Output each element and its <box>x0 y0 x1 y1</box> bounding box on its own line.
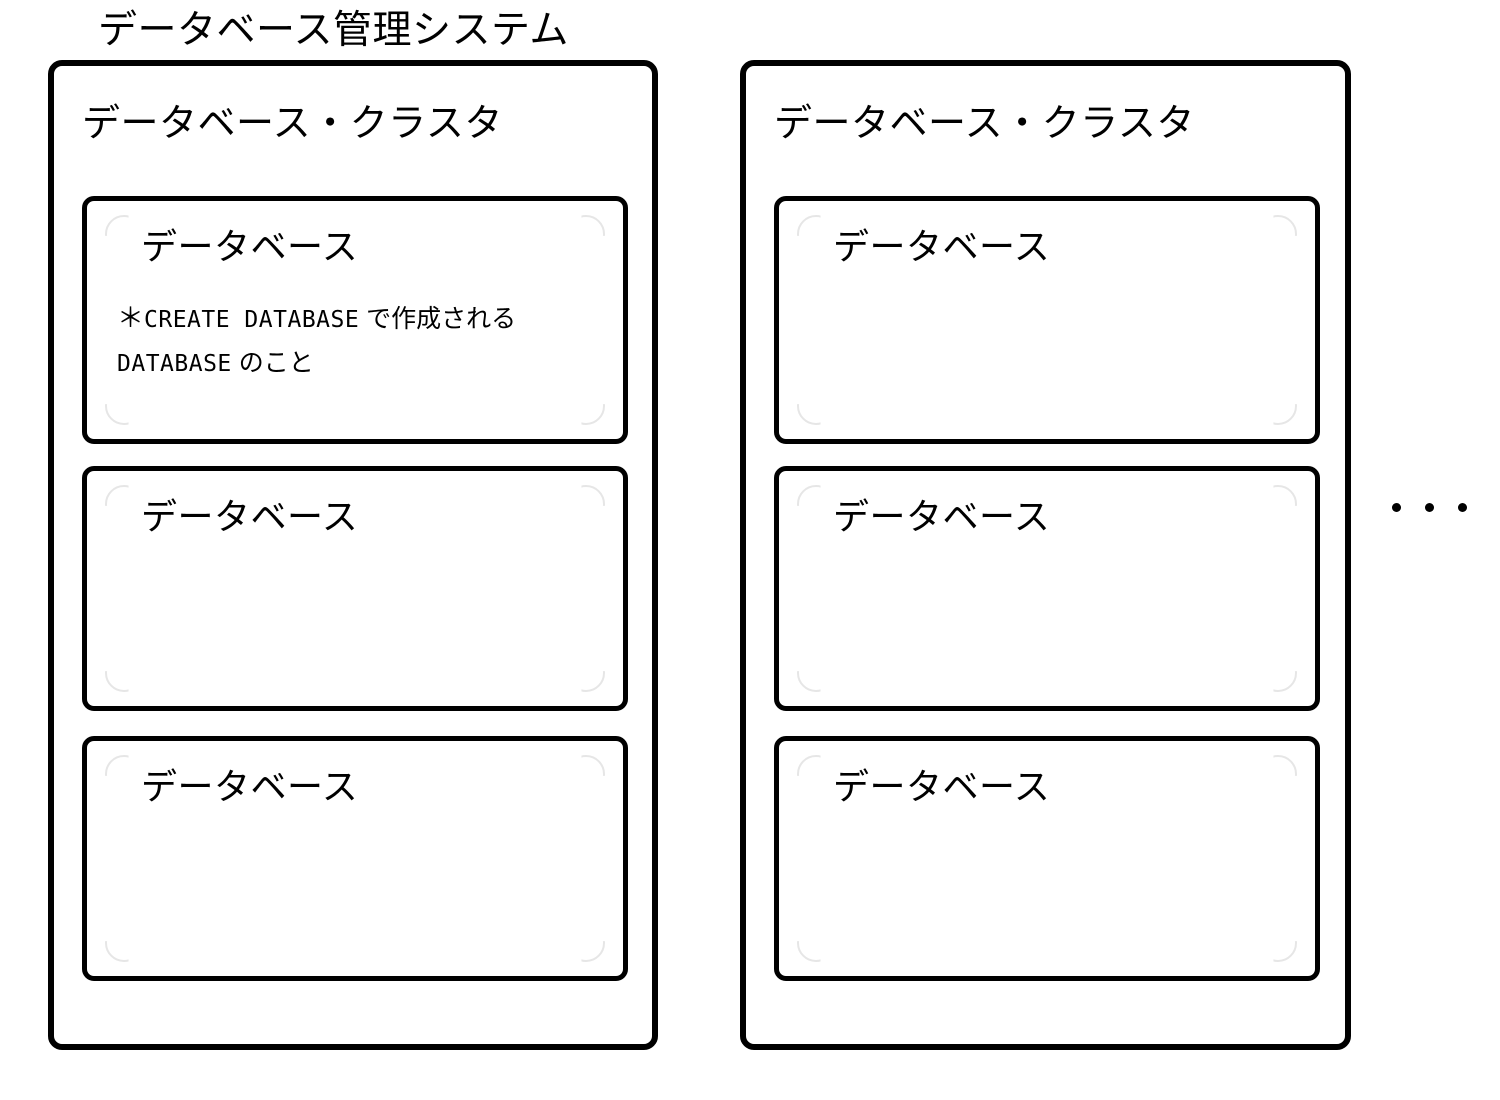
corner-arc-icon <box>105 404 129 425</box>
database-label: データベース <box>141 766 359 807</box>
more-clusters-ellipsis <box>1392 485 1467 525</box>
corner-arc-icon <box>797 755 821 776</box>
corner-arc-icon <box>581 671 605 692</box>
database-label: データベース <box>833 496 1051 537</box>
note-text-2: のこと <box>238 349 314 377</box>
page-title: データベース管理システム <box>98 9 569 52</box>
corner-arc-icon <box>105 941 129 962</box>
corner-arc-icon <box>581 941 605 962</box>
corner-arc-icon <box>1273 941 1297 962</box>
note-sql-1: CREATE DATABASE <box>144 307 360 333</box>
ellipsis-dot-icon <box>1425 502 1434 512</box>
corner-arc-icon <box>105 755 129 776</box>
corner-arc-icon <box>797 485 821 506</box>
database-box: データベース <box>774 466 1320 711</box>
database-label: データベース <box>141 226 359 267</box>
note-star: ＊ <box>117 303 144 333</box>
database-note: ＊CREATE DATABASE で作成される DATABASE のこと <box>117 297 617 386</box>
cluster-title: データベース・クラスタ <box>82 103 503 145</box>
corner-arc-icon <box>105 215 129 236</box>
database-box: データベース ＊CREATE DATABASE で作成される DATABASE … <box>82 196 628 444</box>
corner-arc-icon <box>1273 485 1297 506</box>
corner-arc-icon <box>797 215 821 236</box>
database-label: データベース <box>833 766 1051 807</box>
corner-arc-icon <box>797 671 821 692</box>
corner-arc-icon <box>1273 215 1297 236</box>
corner-arc-icon <box>105 671 129 692</box>
ellipsis-dot-icon <box>1392 502 1401 512</box>
corner-arc-icon <box>797 941 821 962</box>
database-box: データベース <box>774 196 1320 444</box>
corner-arc-icon <box>581 404 605 425</box>
database-box: データベース <box>82 466 628 711</box>
corner-arc-icon <box>581 755 605 776</box>
database-label: データベース <box>141 496 359 537</box>
corner-arc-icon <box>581 215 605 236</box>
corner-arc-icon <box>1273 404 1297 425</box>
corner-arc-icon <box>797 404 821 425</box>
database-cluster-left: データベース・クラスタ データベース ＊CREATE DATABASE で作成さ… <box>48 60 658 1050</box>
corner-arc-icon <box>105 485 129 506</box>
note-sql-2: DATABASE <box>117 351 232 377</box>
ellipsis-dot-icon <box>1458 502 1467 512</box>
corner-arc-icon <box>1273 671 1297 692</box>
cluster-title: データベース・クラスタ <box>774 103 1195 145</box>
database-box: データベース <box>82 736 628 981</box>
note-text-1: で作成される <box>366 305 517 333</box>
database-box: データベース <box>774 736 1320 981</box>
corner-arc-icon <box>1273 755 1297 776</box>
database-label: データベース <box>833 226 1051 267</box>
corner-arc-icon <box>581 485 605 506</box>
database-cluster-right: データベース・クラスタ データベース データベース データベース <box>740 60 1351 1050</box>
